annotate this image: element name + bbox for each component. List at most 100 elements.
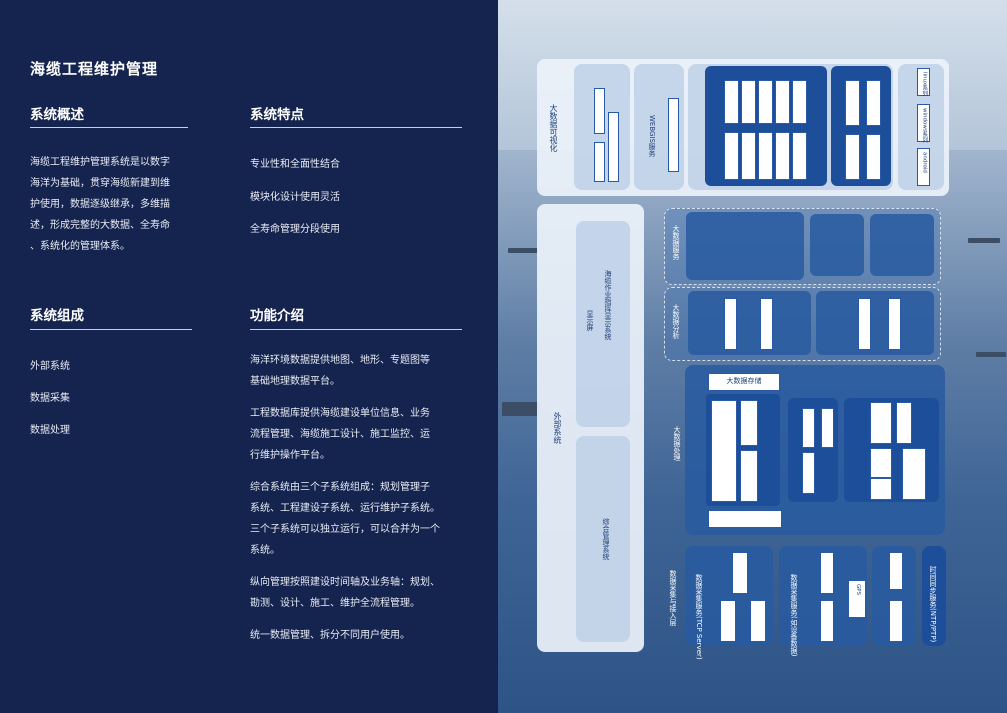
architecture-diagram: 大数据可视化 WEBGIS服务 linux系列 windows系列 androi…: [498, 0, 1007, 713]
composition-item: 数据处理: [30, 425, 70, 436]
data-service-label: 大数据服务: [672, 225, 680, 260]
module-box: [708, 510, 782, 528]
feature-item: 全寿命管理分段使用: [250, 224, 340, 235]
module-box: [870, 448, 892, 478]
module-box: [902, 448, 926, 500]
module-box: [740, 450, 758, 502]
module-box: [760, 298, 773, 350]
function-line: 综合系统由三个子系统组成：规划管理子: [250, 482, 430, 493]
module-box: [896, 402, 912, 444]
module-box: [711, 400, 737, 502]
function-line: 行维护操作平台。: [250, 450, 330, 461]
module-box: [792, 80, 807, 124]
os-box: windows系列: [917, 104, 930, 143]
os-linux-label: linux系列: [921, 72, 928, 97]
service-block: [810, 214, 864, 276]
web-gis-label: WEBGIS服务: [648, 115, 656, 157]
external-system-label: 外部系统: [553, 412, 562, 444]
data-processing-label: 大数据处理: [673, 426, 681, 461]
module-box: [732, 552, 748, 594]
feature-item: 模块化设计使用灵活: [250, 192, 340, 203]
gps-box: GPS: [848, 580, 866, 618]
module-box: [802, 452, 815, 494]
module-box: [608, 112, 619, 182]
composition-rule: [30, 329, 192, 330]
analysis-block: [688, 291, 811, 355]
module-box: [741, 80, 756, 124]
module-box: [858, 298, 871, 350]
composition-item: 数据采集: [30, 393, 70, 404]
function-line: 基础地理数据平台。: [250, 376, 340, 387]
functions-text: 海洋环境数据提供地图、地形、专题图等 基础地理数据平台。 工程数据库提供海缆建设…: [250, 350, 465, 646]
collect2-label: 数据采集服务(如设备数据): [790, 574, 798, 657]
service-block: [686, 212, 804, 280]
os-box: linux系列: [917, 68, 930, 96]
page-title: 海缆工程维护管理: [30, 60, 159, 78]
module-box: [775, 80, 790, 124]
overview-rule: [30, 127, 188, 128]
ocean-sub-label: 显示屏: [586, 310, 594, 331]
module-box: [750, 600, 766, 642]
ocean-command-system: [576, 221, 630, 427]
function-line: 勘测、设计、施工、维护全流程管理。: [250, 598, 420, 609]
module-box: [594, 142, 605, 182]
data-analysis-label: 大数据分析: [672, 304, 680, 339]
overview-line: 海洋为基础，贯穿海缆新建到维: [30, 178, 170, 189]
module-box: [866, 80, 881, 126]
function-line: 工程数据库提供海缆建设单位信息、业务: [250, 408, 430, 419]
service-block: [870, 214, 934, 276]
module-box: [775, 132, 790, 180]
integrated-system: [576, 436, 630, 642]
module-box: [889, 600, 903, 642]
ntp-label: 时间同步服务(NTP/PTP): [929, 566, 937, 643]
module-box: [724, 132, 739, 180]
feature-item: 专业性和全面性结合: [250, 159, 340, 170]
module-box: [845, 80, 860, 126]
overview-title: 系统概述: [30, 107, 84, 123]
ship-shape: [976, 352, 1006, 357]
module-box: [758, 80, 773, 124]
os-android-label: android: [921, 152, 928, 173]
module-box: [594, 88, 605, 134]
composition-title: 系统组成: [30, 308, 84, 324]
module-box: [758, 132, 773, 180]
big-db-label: 大数据存储: [726, 377, 762, 385]
module-box: [845, 134, 860, 180]
module-box: [668, 98, 679, 172]
os-box: android: [917, 148, 930, 186]
composition-item: 外部系统: [30, 361, 70, 372]
features-rule: [250, 127, 462, 128]
module-box: [866, 134, 881, 180]
module-box: [802, 408, 815, 448]
visual-layer-label: 大数据可视化: [549, 104, 558, 152]
features-title: 系统特点: [250, 107, 304, 123]
ship-shape: [502, 402, 540, 416]
function-line: 纵向管理按照建设时间轴及业务轴：规划、: [250, 577, 440, 588]
module-box: [741, 132, 756, 180]
module-box: [870, 402, 892, 444]
overview-line: 、系统化的管理体系。: [30, 241, 130, 252]
function-line: 统一数据管理、拆分不同用户使用。: [250, 630, 410, 641]
ship-shape: [968, 238, 1000, 243]
gps-label: GPS: [854, 584, 861, 596]
module-box: [870, 478, 892, 500]
functions-title: 功能介绍: [250, 308, 304, 324]
module-box: [724, 298, 737, 350]
data-collection-label: 数据采集与接入层: [669, 570, 677, 626]
module-box: [821, 408, 834, 448]
ntp-block: [922, 546, 946, 646]
module-box: [820, 600, 834, 642]
module-box: [820, 552, 834, 594]
overview-text: 海缆工程维护管理系统是以数字 海洋为基础，贯穿海缆新建到维 护使用，数据逐级继承…: [30, 152, 200, 257]
overview-line: 护使用，数据逐级继承，多维描: [30, 199, 170, 210]
function-line: 流程管理、海缆施工设计、施工监控、运: [250, 429, 430, 440]
module-box: [889, 552, 903, 590]
module-box: [792, 132, 807, 180]
functions-rule: [250, 329, 462, 330]
module-box: [888, 298, 901, 350]
module-box: [740, 400, 758, 446]
overview-line: 海缆工程维护管理系统是以数字: [30, 157, 170, 168]
function-line: 三个子系统可以独立运行，可以合并为一个: [250, 524, 440, 535]
ship-shape: [508, 248, 538, 253]
function-line: 海洋环境数据提供地图、地形、专题图等: [250, 355, 430, 366]
